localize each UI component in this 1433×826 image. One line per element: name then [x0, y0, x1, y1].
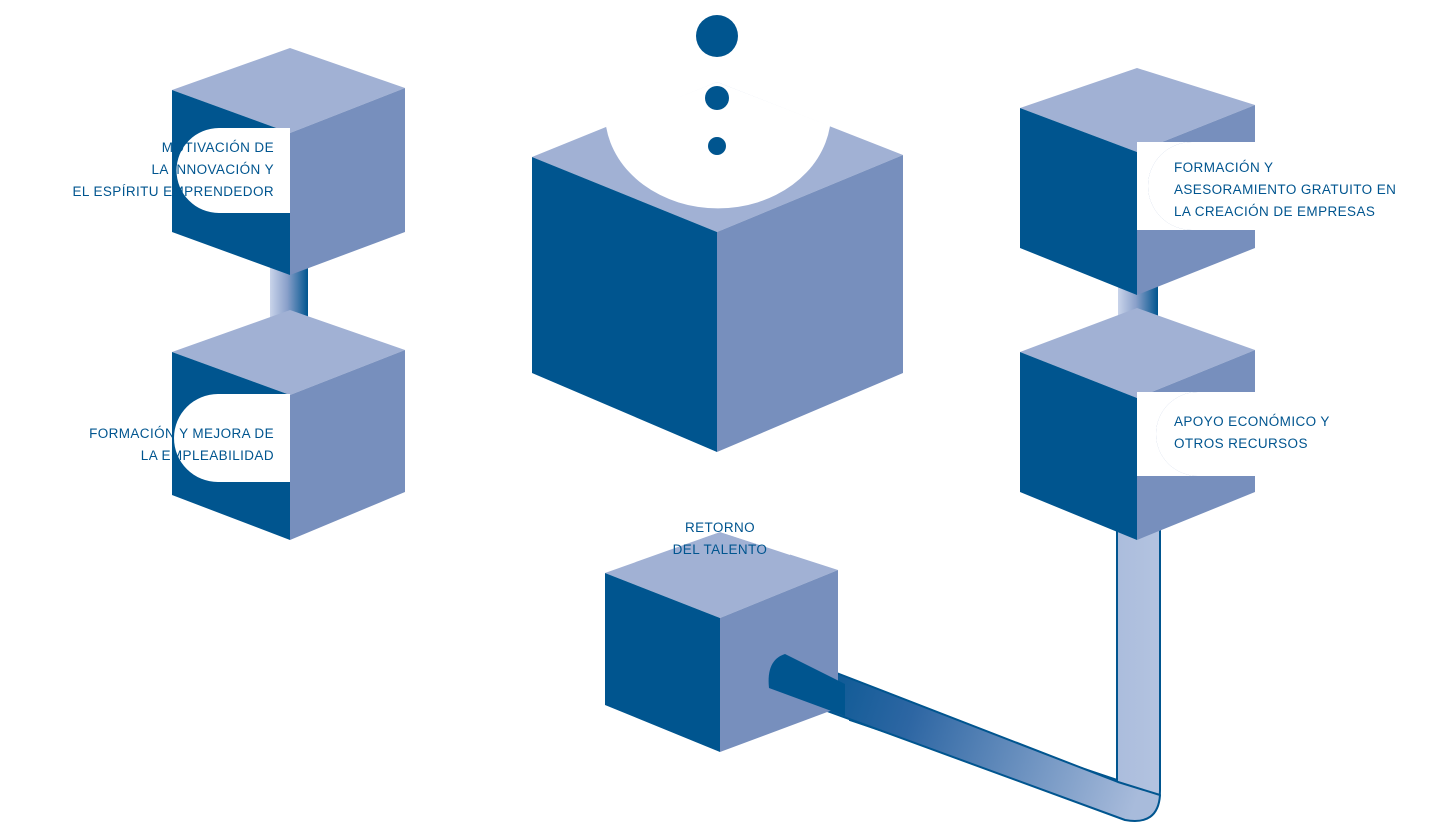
label-line: LA EMPLEABILIDAD [140, 448, 274, 463]
label-formacion-asesoramiento: FORMACIÓN Y ASESORAMIENTO GRATUITO EN LA… [1174, 157, 1429, 223]
cube-motivacion [172, 48, 405, 275]
label-line: ASESORAMIENTO GRATUITO EN [1174, 182, 1397, 197]
cube-formacion-empleabilidad [172, 310, 405, 540]
pipe-entry-cap [768, 654, 845, 716]
label-line: MOTIVACIÓN DE [161, 140, 274, 155]
cube-formacion-asesoramiento [1020, 68, 1433, 295]
dot-small [708, 137, 726, 155]
label-line: FORMACIÓN Y MEJORA DE [89, 426, 274, 441]
label-motivacion: MOTIVACIÓN DE LA INNOVACIÓN Y EL ESPÍRIT… [0, 137, 274, 203]
dot-medium [705, 86, 729, 110]
label-line: FORMACIÓN Y [1174, 160, 1274, 175]
label-formacion-empleabilidad: FORMACIÓN Y MEJORA DE LA EMPLEABILIDAD [0, 423, 274, 467]
cube-apoyo-economico [1020, 308, 1370, 540]
label-retorno-talento: RETORNO DEL TALENTO [640, 517, 800, 561]
label-line: EL ESPÍRITU EMPRENDEDOR [72, 184, 274, 199]
label-apoyo-economico: APOYO ECONÓMICO Y OTROS RECURSOS [1174, 411, 1414, 455]
label-line: DEL TALENTO [672, 542, 768, 557]
label-line: LA INNOVACIÓN Y [151, 162, 274, 177]
label-line: LA CREACIÓN DE EMPRESAS [1174, 204, 1376, 219]
label-line: RETORNO [684, 520, 756, 535]
label-line: APOYO ECONÓMICO Y [1174, 414, 1330, 429]
dots-ellipsis [696, 15, 738, 155]
dot-large [696, 15, 738, 57]
label-line: OTROS RECURSOS [1174, 436, 1308, 451]
